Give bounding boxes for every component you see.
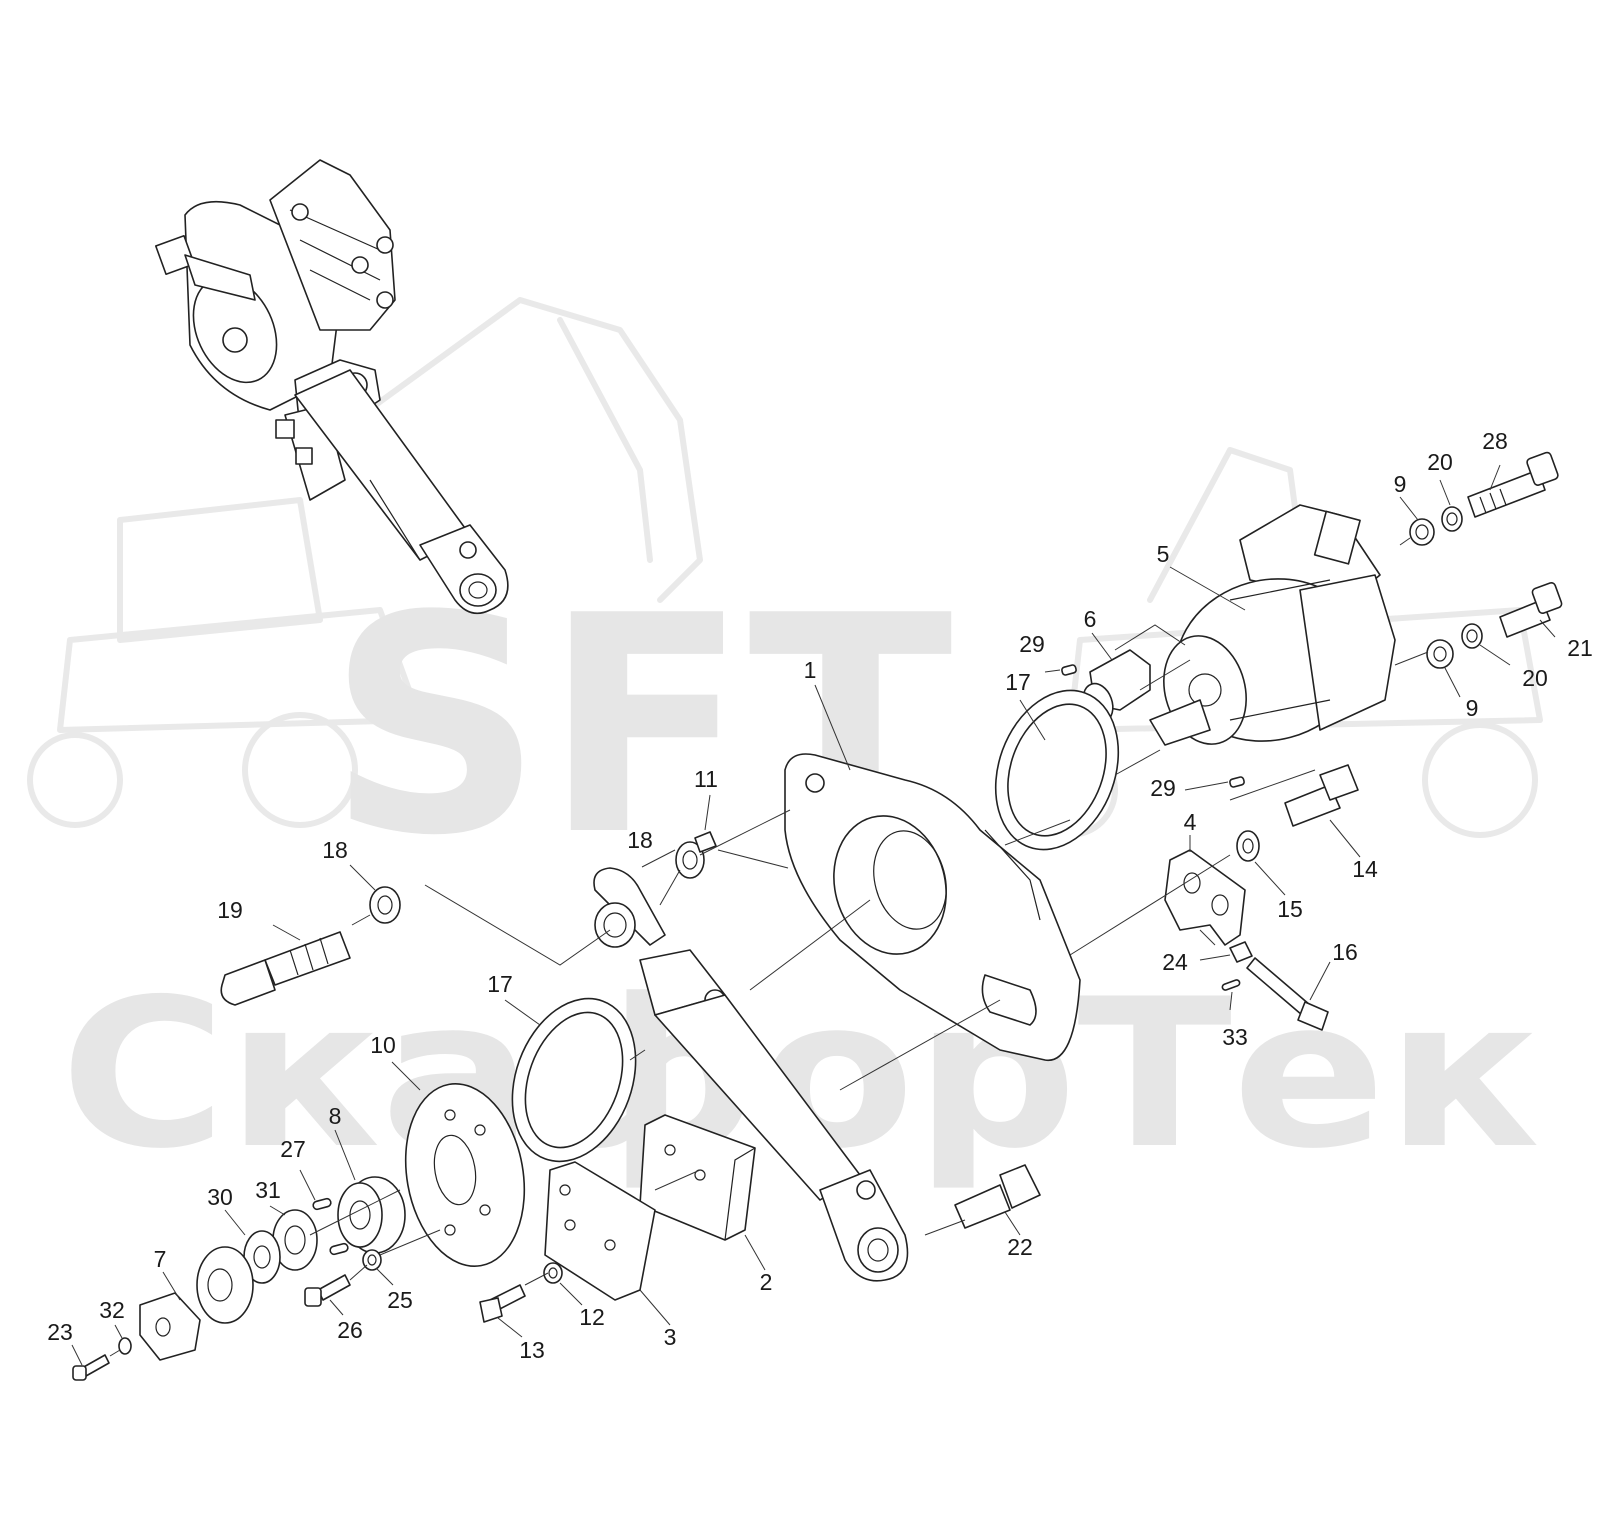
callout-21: 21 xyxy=(1567,635,1593,661)
washer-18-left xyxy=(369,886,401,924)
callout-10: 10 xyxy=(370,1032,396,1058)
pin-33 xyxy=(1221,979,1241,991)
callout-18-left: 18 xyxy=(322,837,348,863)
nut-24 xyxy=(1229,941,1253,963)
callout-25: 25 xyxy=(387,1287,413,1313)
callout-23: 23 xyxy=(47,1319,73,1345)
pin-29-lower xyxy=(1229,776,1245,788)
callout-9-upper: 9 xyxy=(1394,471,1407,497)
gasket-17-right xyxy=(994,689,1120,851)
callout-32: 32 xyxy=(99,1297,125,1323)
bolt-13 xyxy=(479,1284,526,1323)
callout-28: 28 xyxy=(1482,428,1508,454)
callout-29-upper: 29 xyxy=(1019,631,1045,657)
callout-20-lower: 20 xyxy=(1522,665,1548,691)
callout-18-center: 18 xyxy=(627,827,653,853)
pin-27 xyxy=(312,1197,332,1211)
callout-15: 15 xyxy=(1277,896,1303,922)
washer-20-upper xyxy=(1441,506,1463,532)
washer-12 xyxy=(543,1262,563,1284)
bolt-14 xyxy=(1284,764,1359,827)
washer-15 xyxy=(1236,830,1260,862)
callout-24: 24 xyxy=(1162,949,1188,975)
callout-leaders xyxy=(71,464,1556,1366)
callout-20-upper: 20 xyxy=(1427,449,1453,475)
mounting-bracket-1 xyxy=(784,753,1081,1061)
washer-18-center xyxy=(675,841,705,879)
callout-8: 8 xyxy=(329,1103,342,1129)
callout-3: 3 xyxy=(664,1324,677,1350)
bracket-4 xyxy=(1164,849,1246,946)
bolt-16 xyxy=(1246,957,1329,1031)
hydraulic-cylinder xyxy=(593,867,909,1282)
callout-26: 26 xyxy=(337,1317,363,1343)
callout-31: 31 xyxy=(255,1177,281,1203)
hub-8 xyxy=(337,1176,406,1254)
callout-11: 11 xyxy=(694,766,718,792)
pin-27b xyxy=(329,1242,349,1256)
leader-lines xyxy=(109,537,1429,1357)
callout-7: 7 xyxy=(154,1246,167,1272)
bolt-19 xyxy=(220,931,351,1006)
disc-10 xyxy=(404,1083,526,1267)
callout-1: 1 xyxy=(804,657,817,683)
washer-20-lower xyxy=(1461,623,1483,649)
bolt-22 xyxy=(954,1164,1041,1229)
spacer-9-upper xyxy=(1409,518,1435,546)
gasket-17-left xyxy=(511,997,637,1163)
grease-nipple-11 xyxy=(694,831,717,853)
callout-16: 16 xyxy=(1332,939,1358,965)
bolt-28 xyxy=(1467,451,1559,518)
assembled-unit-illustration xyxy=(154,159,509,615)
callout-29-lower: 29 xyxy=(1150,775,1176,801)
watermark: SFT СкафорТек xyxy=(27,297,1543,1194)
washer-32 xyxy=(118,1337,132,1355)
callout-9-lower: 9 xyxy=(1466,695,1479,721)
callout-13: 13 xyxy=(519,1337,545,1363)
callout-33: 33 xyxy=(1222,1024,1248,1050)
callout-2: 2 xyxy=(760,1269,773,1295)
pin-29-upper xyxy=(1061,664,1077,676)
callout-12: 12 xyxy=(579,1304,605,1330)
callout-4: 4 xyxy=(1184,809,1197,835)
callout-27: 27 xyxy=(280,1136,306,1162)
callout-labels: 1 2 3 4 5 6 7 8 9 9 10 11 12 13 14 15 16… xyxy=(47,428,1593,1363)
bolt-21 xyxy=(1499,582,1563,638)
callout-19: 19 xyxy=(217,897,243,923)
callout-14: 14 xyxy=(1352,856,1378,882)
callout-17-left: 17 xyxy=(487,971,513,997)
washer-25 xyxy=(362,1249,382,1271)
screw-23 xyxy=(72,1354,110,1381)
spacer-31 xyxy=(272,1209,318,1271)
block-7 xyxy=(139,1292,201,1361)
callout-30: 30 xyxy=(207,1184,233,1210)
callout-5: 5 xyxy=(1157,541,1170,567)
spacer-9-lower xyxy=(1426,639,1454,669)
callout-22: 22 xyxy=(1007,1234,1033,1260)
callout-6: 6 xyxy=(1084,606,1097,632)
callout-17-right: 17 xyxy=(1005,669,1031,695)
hydraulic-motor-5 xyxy=(1149,504,1396,746)
screw-26 xyxy=(304,1274,351,1307)
pulley-7 xyxy=(196,1246,254,1324)
